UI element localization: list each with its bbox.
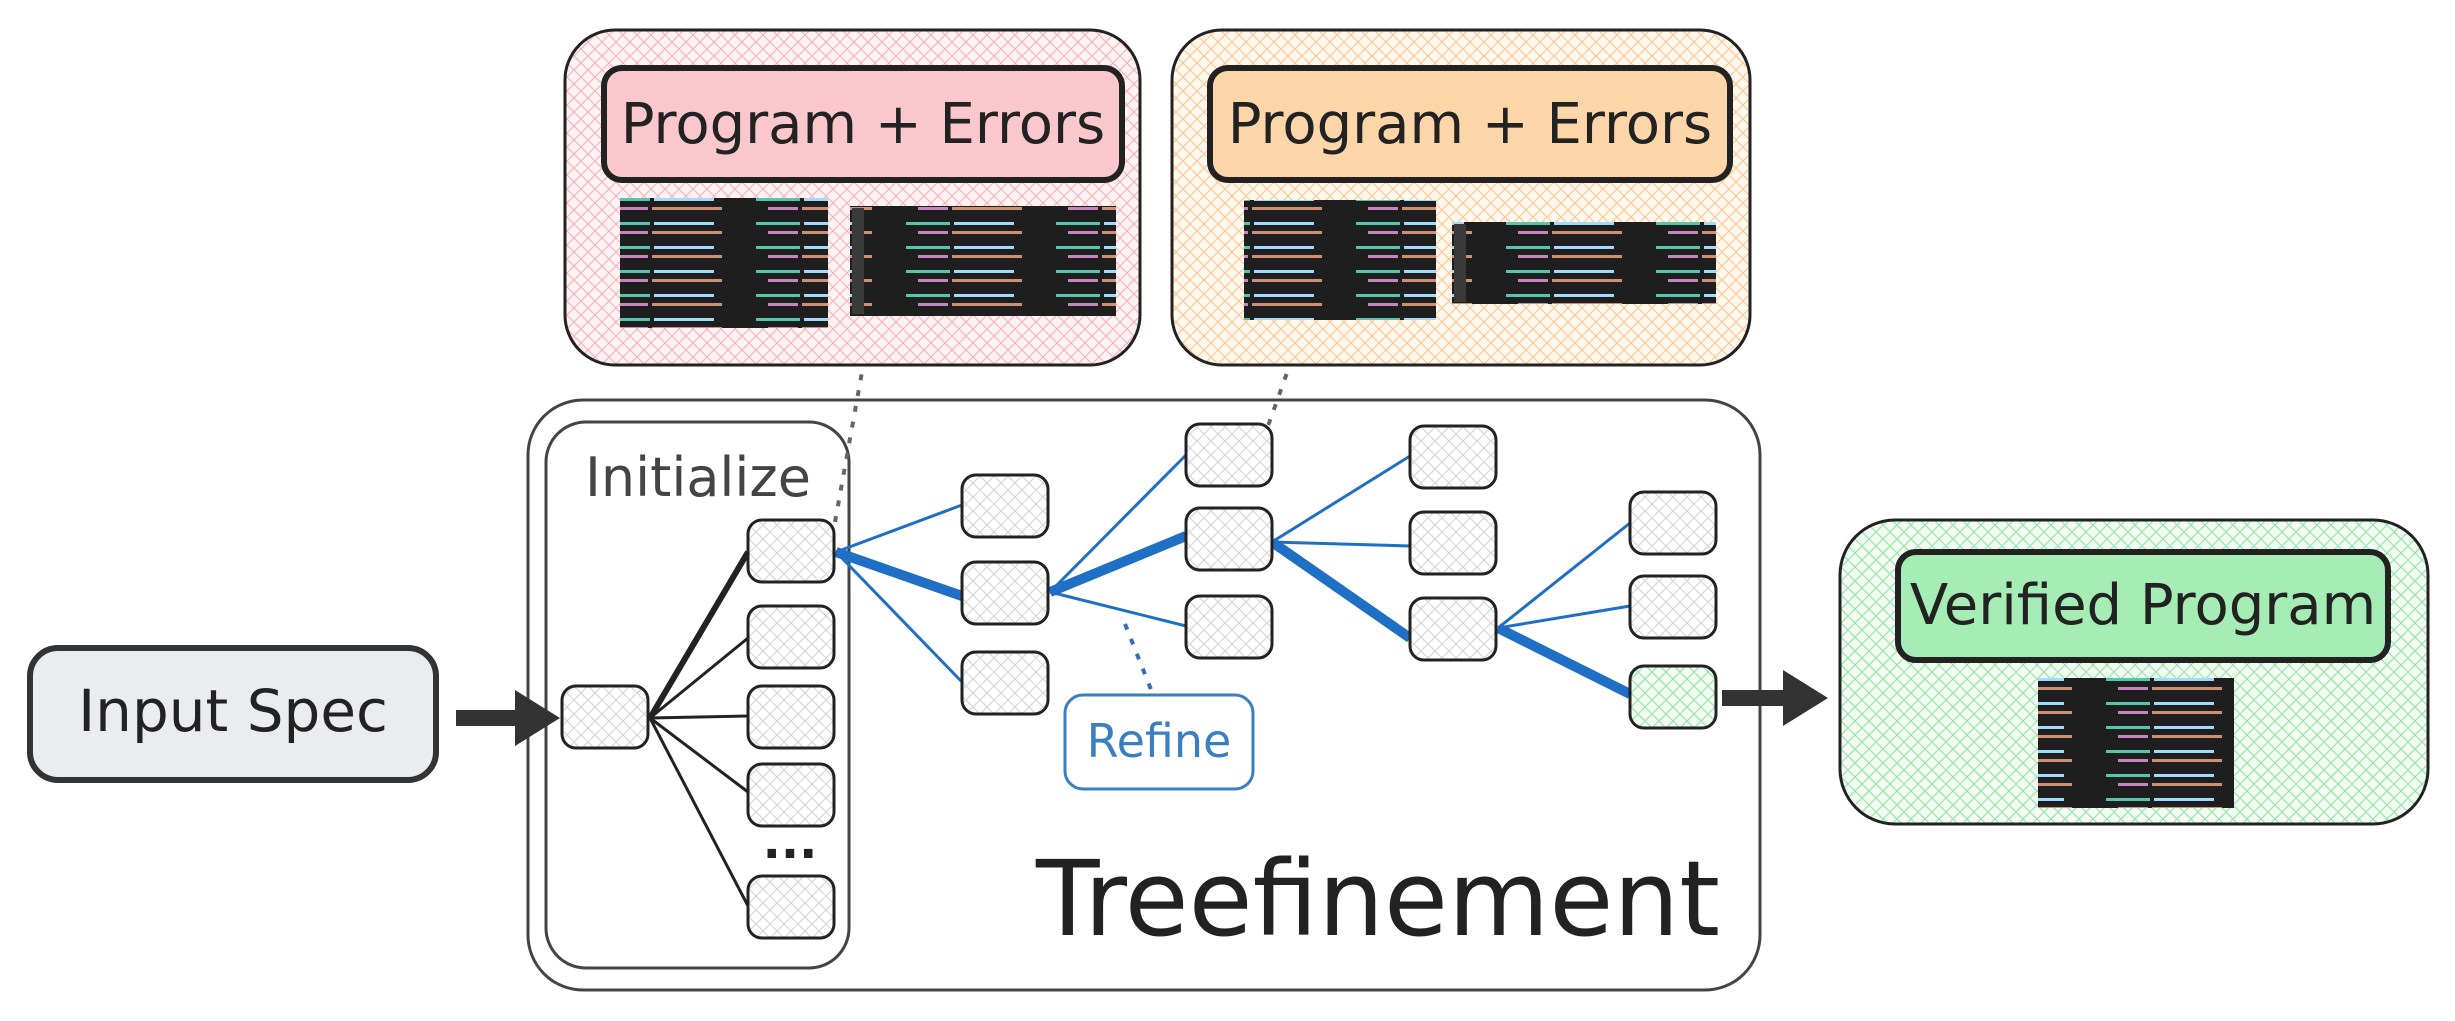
treefinement-title: Treefinement bbox=[1035, 838, 1720, 960]
initialize-title: Initialize bbox=[585, 446, 811, 509]
arrow-input-to-root bbox=[456, 690, 560, 746]
verified-node bbox=[1628, 664, 1718, 730]
tree-node bbox=[960, 650, 1050, 716]
tree-node bbox=[1408, 596, 1498, 662]
dotted-connector bbox=[1123, 623, 1154, 693]
error-snippet-image bbox=[1452, 222, 1716, 304]
tree-node bbox=[1408, 424, 1498, 490]
tree-node bbox=[1184, 506, 1274, 572]
refine-label-box: Refine bbox=[1063, 693, 1255, 791]
init-edges bbox=[647, 550, 751, 907]
ellipsis-label: ... bbox=[763, 814, 818, 870]
verified-program-title: Verified Program bbox=[1910, 573, 2376, 638]
tree-node bbox=[960, 560, 1050, 626]
panel-left-title: Program + Errors bbox=[621, 92, 1105, 157]
refine-label: Refine bbox=[1087, 714, 1232, 768]
dotted-connector bbox=[1261, 369, 1290, 441]
input-spec-label: Input Spec bbox=[78, 677, 388, 745]
verified-code-snippet-image bbox=[2038, 678, 2234, 808]
program-errors-panel-orange: Program + Errors bbox=[1170, 28, 1752, 367]
arrow-tree-to-verified bbox=[1722, 670, 1828, 726]
program-errors-panel-pink: Program + Errors bbox=[563, 28, 1142, 367]
init-node bbox=[746, 874, 836, 940]
code-snippet-image bbox=[1244, 200, 1436, 320]
tree-node bbox=[1628, 490, 1718, 556]
verified-program-panel: Verified Program bbox=[1838, 518, 2430, 826]
tree-node bbox=[1408, 510, 1498, 576]
tree-node bbox=[1628, 574, 1718, 640]
error-snippet-image bbox=[850, 206, 1116, 316]
input-spec-box: Input Spec bbox=[27, 645, 439, 783]
tree-nodes bbox=[560, 422, 1718, 940]
tree-node bbox=[1184, 594, 1274, 660]
init-node bbox=[746, 604, 836, 670]
tree-node bbox=[960, 473, 1050, 539]
code-snippet-image bbox=[620, 198, 828, 328]
root-node bbox=[560, 684, 650, 750]
init-node bbox=[746, 684, 836, 750]
init-node bbox=[746, 518, 836, 584]
tree-node bbox=[1184, 422, 1274, 488]
refine-edges bbox=[834, 453, 1633, 699]
init-node bbox=[746, 762, 836, 828]
panel-right-title: Program + Errors bbox=[1228, 92, 1712, 157]
